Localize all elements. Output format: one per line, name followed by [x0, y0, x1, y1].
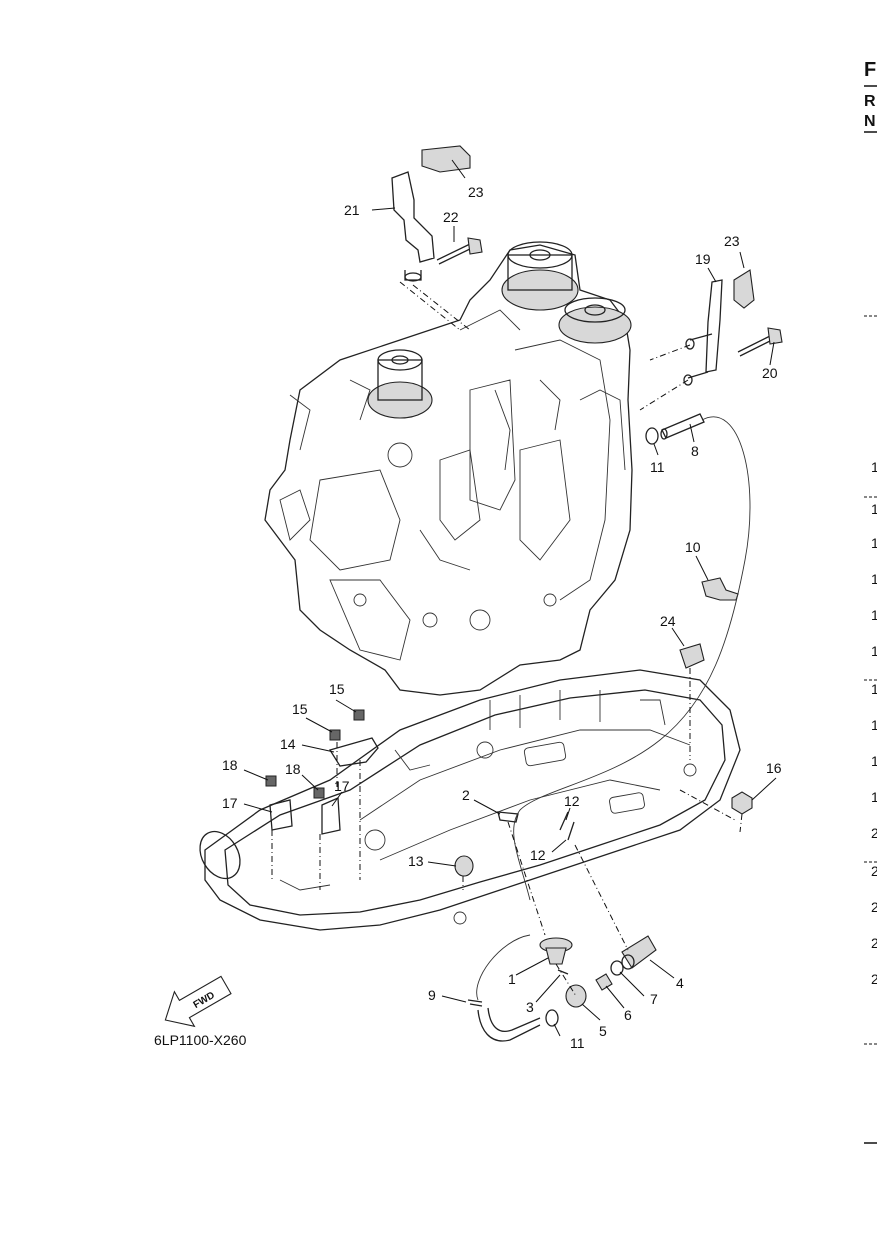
- callout-24: 24: [660, 613, 676, 629]
- callout-23-top: 23: [468, 184, 484, 200]
- part-14-bracket: [328, 737, 379, 767]
- callout-19: 19: [695, 251, 711, 267]
- part-4-cap: [621, 935, 657, 970]
- center-lines: [271, 281, 743, 997]
- callout-7: 7: [650, 991, 658, 1007]
- edge-row-6: 1: [871, 643, 877, 659]
- callout-20: 20: [762, 365, 778, 381]
- edge-header-f: F: [864, 59, 876, 81]
- callout-21: 21: [344, 202, 360, 218]
- hose-loop: [476, 416, 751, 1001]
- callout-8: 8: [691, 443, 699, 459]
- part-20-bolt: [737, 327, 783, 357]
- callout-5: 5: [599, 1023, 607, 1039]
- part-9-hose: [467, 999, 541, 1042]
- callout-4: 4: [676, 975, 684, 991]
- edge-row-8: 1: [871, 717, 877, 733]
- part-3-pin: [557, 969, 569, 975]
- part-13-grommet: [454, 855, 474, 877]
- callout-17-right: 17: [334, 778, 350, 794]
- part-16-knob: [731, 791, 753, 815]
- part-12-screws: [559, 811, 575, 841]
- callout-3: 3: [526, 999, 534, 1015]
- edge-row-11: 2: [871, 825, 877, 841]
- part-17-clips: [269, 797, 341, 835]
- part-1-grommet: [539, 937, 573, 965]
- part-8-tube: [660, 413, 705, 440]
- callout-1: 1: [508, 971, 516, 987]
- edge-row-15: 2: [871, 971, 877, 987]
- edge-row-14: 2: [871, 935, 877, 951]
- callout-14: 14: [280, 736, 296, 752]
- part-10-clamp: [701, 577, 739, 601]
- edge-header-n: N: [864, 113, 876, 130]
- callout-13: 13: [408, 853, 424, 869]
- engine-block: [264, 241, 633, 696]
- edge-row-2: 1: [871, 501, 877, 517]
- edge-row-10: 1: [871, 789, 877, 805]
- part-24-grommet: [679, 643, 705, 669]
- callout-16: 16: [766, 760, 782, 776]
- part-22-bolt: [436, 237, 483, 265]
- callout-9: 9: [428, 987, 436, 1003]
- part-19-bracket: [683, 279, 723, 386]
- callout-10: 10: [685, 539, 701, 555]
- part-5-nut: [565, 984, 587, 1008]
- edge-row-7: 1: [871, 681, 877, 697]
- callout-18-left: 18: [222, 757, 238, 773]
- callout-22: 22: [443, 209, 459, 225]
- part-7-washer: [610, 960, 624, 976]
- part-23-cover-top: [421, 145, 471, 173]
- edge-row-12: 2: [871, 863, 877, 879]
- part-21-bracket: [391, 171, 435, 282]
- part-2-clip: [497, 811, 519, 823]
- callout-11-bottom: 11: [570, 1035, 585, 1051]
- fwd-arrow: FWD: [164, 975, 232, 1028]
- edge-row-13: 2: [871, 899, 877, 915]
- callout-18-right: 18: [285, 761, 301, 777]
- callout-2: 2: [462, 787, 470, 803]
- callout-15-upper: 15: [329, 681, 345, 697]
- edge-row-3: 1: [871, 535, 877, 551]
- part-6-fitting: [595, 973, 613, 991]
- leader-lines: [243, 159, 777, 1037]
- right-edge-table-fragment: F R N 1 1 1 1 1 1 1 1 1 1 2 2 2 2 2: [864, 59, 877, 1144]
- callout-12-upper: 12: [564, 793, 580, 809]
- diagram-code: 6LP1100-X260: [154, 1032, 247, 1048]
- part-23-cover-right: [733, 269, 755, 309]
- edge-row-4: 1: [871, 571, 877, 587]
- edge-row-9: 1: [871, 753, 877, 769]
- edge-header-r: R: [864, 93, 876, 110]
- callout-11-top: 11: [650, 459, 665, 475]
- callout-numbers: 1 2 3 4 5 6 7 8 9 10 11 11 12 12 13 14 1…: [222, 184, 782, 1051]
- part-11-ring-top: [645, 427, 659, 445]
- edge-row-1: 1: [871, 459, 877, 475]
- callout-6: 6: [624, 1007, 632, 1023]
- part-11-ring-bottom: [545, 1009, 559, 1027]
- callout-23-right: 23: [724, 233, 740, 249]
- part-15-bolts: [329, 709, 365, 741]
- part-18-bolts: [265, 775, 325, 799]
- edge-row-5: 1: [871, 607, 877, 623]
- callout-17-left: 17: [222, 795, 238, 811]
- bottom-cowling: [199, 669, 741, 931]
- callout-15-lower: 15: [292, 701, 308, 717]
- callout-12-lower: 12: [530, 847, 546, 863]
